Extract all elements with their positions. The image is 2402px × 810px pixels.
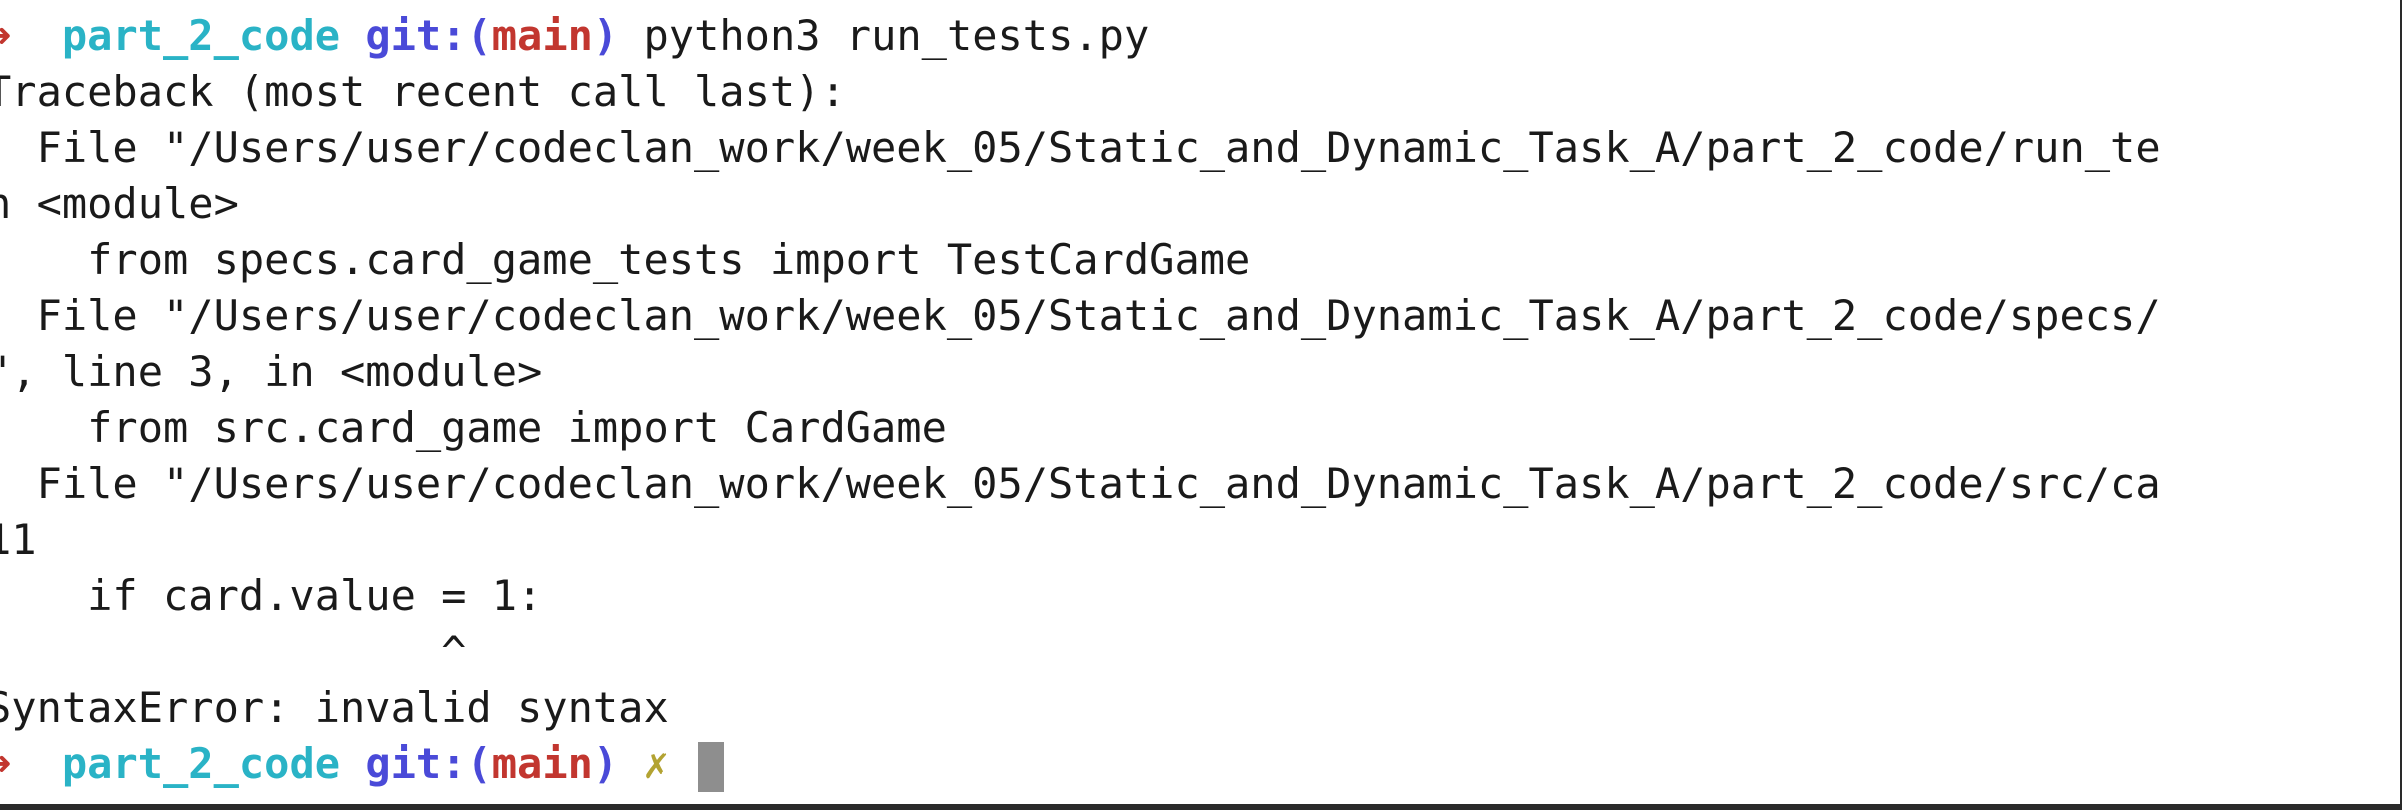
prompt-git-suffix: ) <box>592 739 619 788</box>
output-line: from src.card_game import CardGame <box>0 403 947 452</box>
prompt-arrow-icon: ➜ <box>0 739 11 788</box>
prompt-directory: part_2_code <box>61 11 341 60</box>
output-line: n <module> <box>0 179 239 228</box>
prompt-arrow-icon: ➜ <box>0 11 11 60</box>
output-line: ^ <box>0 627 467 676</box>
prompt-git-branch: main <box>491 739 593 788</box>
prompt-directory: part_2_code <box>61 739 341 788</box>
prompt-git-suffix: ) <box>592 11 619 60</box>
error-message-line: SyntaxError: invalid syntax <box>0 683 669 732</box>
terminal-output: ➜ part_2_code git:(main) python3 run_tes… <box>0 8 2402 792</box>
text-cursor[interactable] <box>698 741 725 792</box>
output-line: 11 <box>0 515 37 564</box>
output-line: File "/Users/user/codeclan_work/week_05/… <box>0 123 2161 172</box>
output-line: ", line 3, in <module> <box>0 347 543 396</box>
git-dirty-icon: ✗ <box>643 739 669 788</box>
prompt-git-prefix: git:( <box>365 11 492 60</box>
output-line: if card.value = 1: <box>0 571 543 620</box>
window-edge-bottom <box>0 804 2402 810</box>
prompt-line-current[interactable]: ➜ part_2_code git:(main) ✗ <box>0 736 2402 792</box>
output-line: Traceback (most recent call last): <box>0 67 846 116</box>
prompt-git-branch: main <box>491 11 593 60</box>
output-line: File "/Users/user/codeclan_work/week_05/… <box>0 291 2161 340</box>
prompt-git-prefix: git:( <box>365 739 492 788</box>
window-edge-right <box>2400 0 2402 810</box>
output-line: File "/Users/user/codeclan_work/week_05/… <box>0 459 2161 508</box>
output-line: from specs.card_game_tests import TestCa… <box>0 235 1251 284</box>
prompt-line-command: ➜ part_2_code git:(main) python3 run_tes… <box>0 8 2402 64</box>
command-text: python3 run_tests.py <box>643 11 1150 60</box>
